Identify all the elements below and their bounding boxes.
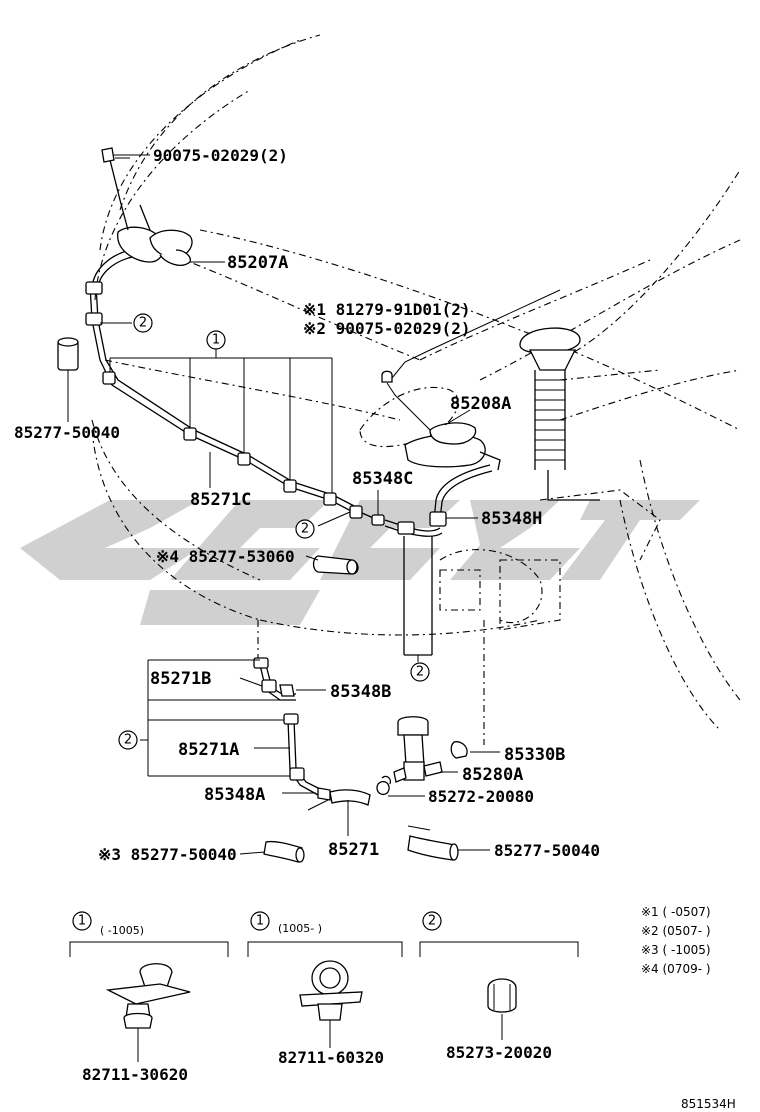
note-1: ※1 ( -0507) — [641, 905, 711, 919]
note-3: ※3 ( -1005) — [641, 943, 711, 957]
legend-variant-1-range: ( -1005) — [100, 924, 144, 937]
label-mark-2: ※2 90075-02029(2) — [303, 319, 471, 338]
notes-block: ※1 ( -0507) ※2 (0507- ) ※3 ( -1005) ※4 (… — [641, 905, 711, 976]
clip-85273-20020-drawing — [487, 978, 517, 1040]
label-90075-02029: 90075-02029(2) — [153, 146, 288, 165]
callout-circle-2b: 2 — [295, 519, 315, 539]
clip-legend: 1 ( -1005) 1 (1005- ) 2 82711-30620 8 — [69, 911, 579, 1084]
callout-circle-2d: 2 — [118, 730, 138, 750]
label-85208A: 85208A — [450, 394, 511, 414]
cover-85277-50040-lower-right — [407, 825, 459, 861]
clip-82711-30620-drawing — [105, 963, 191, 1062]
label-85271A: 85271A — [178, 740, 239, 760]
label-85277-50040-lower-left: ※3 85277-50040 — [98, 845, 237, 864]
cover-85277-50040-lower-left — [263, 840, 305, 863]
label-85273-20020: 85273-20020 — [446, 1043, 552, 1062]
label-85271C: 85271C — [190, 490, 251, 510]
legend-variant-2-range: (1005- ) — [278, 922, 322, 935]
svg-text:1: 1 — [78, 914, 86, 929]
label-85207A: 85207A — [227, 253, 288, 273]
svg-text:2: 2 — [416, 665, 424, 680]
washer-tank-neck — [519, 327, 600, 501]
callout-circle-1: 1 — [206, 330, 226, 350]
callout-circle-2c: 2 — [410, 662, 430, 682]
label-82711-30620: 82711-30620 — [82, 1065, 188, 1084]
label-85280A: 85280A — [462, 765, 523, 785]
svg-text:2: 2 — [139, 316, 147, 331]
label-82711-60320: 82711-60320 — [278, 1048, 384, 1067]
label-85348C: 85348C — [352, 469, 413, 489]
note-4: ※4 (0709- ) — [641, 962, 711, 976]
right-nozzle-85208A — [381, 370, 501, 471]
watermark-logo — [20, 500, 700, 625]
label-85348H: 85348H — [481, 509, 542, 529]
label-85348B: 85348B — [330, 682, 391, 702]
lower-hose-assembly — [253, 620, 485, 811]
svg-text:1: 1 — [256, 914, 264, 929]
drawing-number: 851534H — [681, 1097, 736, 1111]
label-85271: 85271 — [328, 840, 379, 860]
label-mark-1: ※1 81279-91D01(2) — [303, 300, 471, 319]
label-85272-20080: 85272-20080 — [428, 787, 534, 806]
label-85277-50040-left: 85277-50040 — [14, 423, 120, 442]
leader-lines — [67, 154, 561, 855]
svg-text:2: 2 — [124, 733, 132, 748]
clip-82711-60320-drawing — [299, 960, 363, 1048]
cover-85277-53060 — [312, 555, 359, 575]
callout-circle-2a: 2 — [133, 313, 153, 333]
car-body-outline — [91, 34, 741, 731]
svg-text:2: 2 — [301, 522, 309, 537]
left-nozzle-85207A — [101, 147, 193, 266]
label-85271B: 85271B — [150, 669, 211, 689]
label-85330B: 85330B — [504, 745, 565, 765]
note-2: ※2 (0507- ) — [641, 924, 711, 938]
label-85277-53060: ※4 85277-53060 — [156, 547, 295, 566]
label-85348A: 85348A — [204, 785, 265, 805]
svg-text:2: 2 — [428, 914, 436, 929]
label-85277-50040-lower-right: 85277-50040 — [494, 841, 600, 860]
washer-pump — [376, 716, 468, 796]
svg-text:1: 1 — [212, 333, 220, 348]
cover-left — [57, 337, 79, 420]
